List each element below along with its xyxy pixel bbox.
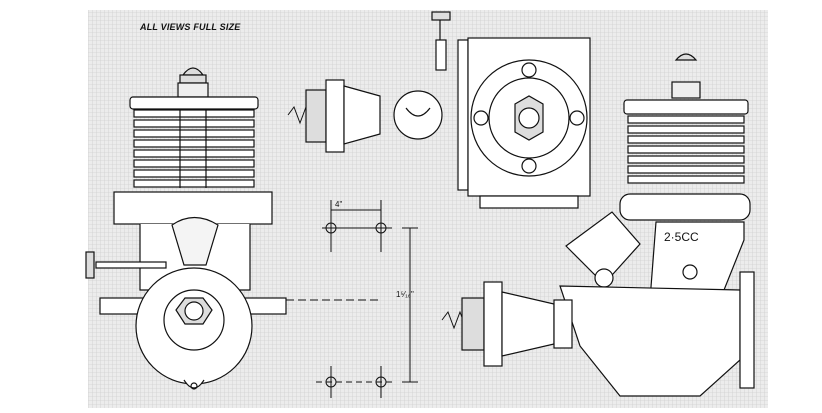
side-view xyxy=(287,11,591,209)
dimension-view xyxy=(286,200,418,398)
front-view xyxy=(85,67,287,390)
vertical-dimension-label: 1⁵⁄₁₆" xyxy=(396,290,414,299)
right-view xyxy=(441,53,755,397)
cylinder-fins xyxy=(133,109,255,188)
horizontal-dimension-label: 4" xyxy=(335,200,343,209)
engine-capacity-label: 2·5CC xyxy=(664,230,699,244)
drawing-caption: ALL VIEWS FULL SIZE xyxy=(140,22,241,32)
right-cylinder-fins xyxy=(627,115,745,184)
